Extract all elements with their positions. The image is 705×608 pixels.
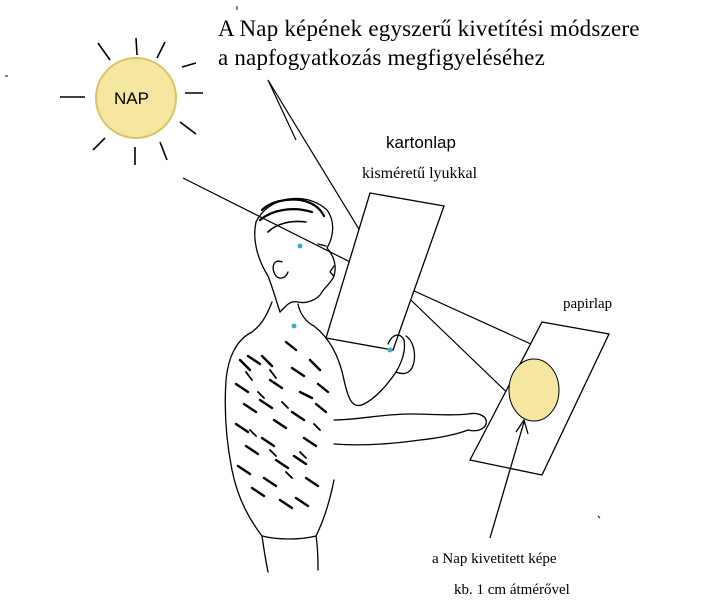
paper-label: papirlap — [563, 296, 612, 313]
projected-image-sublabel: kb. 1 cm átmérővel — [454, 582, 570, 599]
stray-mark — [598, 516, 600, 518]
projected-sun-image — [509, 359, 559, 421]
projected-image-label: a Nap kivetitett képe — [432, 551, 557, 568]
cardboard-sublabel: kisméretű lyukkal — [362, 165, 477, 183]
accent-dot — [292, 324, 297, 329]
cardboard-label: kartonlap — [386, 133, 456, 153]
sun-label: NAP — [114, 89, 149, 109]
accent-dot — [388, 348, 393, 353]
cardboard-sheet — [326, 193, 444, 350]
accent-dot — [298, 244, 303, 249]
title-line-1: A Nap képének egyszerű kivetítési módsze… — [218, 16, 640, 42]
title-line-2: a napfogyatkozás megfigyeléséhez — [218, 45, 545, 71]
